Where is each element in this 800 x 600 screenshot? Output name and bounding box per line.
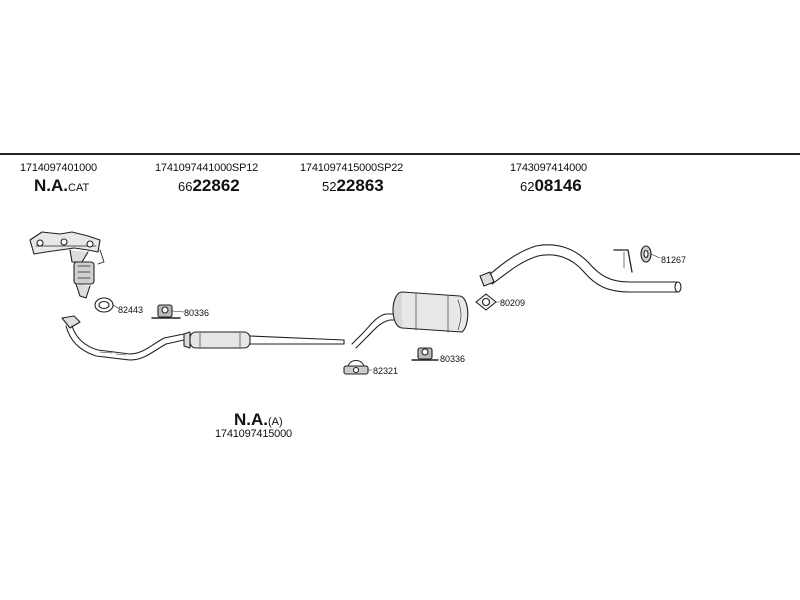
callout-82321: 82321 (373, 366, 399, 376)
column-1-main-label: N.A.CAT (34, 176, 89, 196)
manifold-catalyst-part (29, 231, 105, 299)
middle-silencer-part (183, 331, 345, 349)
column-3-main-label: 5222863 (322, 176, 384, 196)
bottom-main-bold: N.A. (234, 410, 268, 429)
header-divider-line (0, 153, 800, 155)
tail-pipe-part (479, 244, 682, 293)
front-pipe-part (61, 315, 185, 361)
callout-81267: 81267 (661, 255, 687, 265)
column-3-part-number: 1741097415000SP22 (300, 162, 404, 174)
callout-82443: 82443 (118, 305, 144, 315)
bottom-part-number: 1741097415000 (215, 428, 292, 440)
rubber-hanger-80336-left (151, 304, 185, 319)
callout-80209: 80209 (500, 298, 526, 308)
callout-80336-right: 80336 (440, 354, 466, 364)
column-4-main-prefix: 62 (520, 179, 535, 194)
gasket-80209 (475, 293, 501, 311)
column-1-main-suffix: CAT (68, 182, 90, 194)
column-4-main-label: 6208146 (520, 176, 582, 196)
rear-silencer-part (351, 291, 469, 349)
gasket-ring-82443 (94, 297, 119, 313)
column-2-main-label: 6622862 (178, 176, 240, 196)
clamp-82321 (343, 359, 373, 375)
column-3-main-prefix: 52 (322, 179, 337, 194)
column-4-main-bold: 08146 (534, 176, 582, 195)
bottom-main-suffix: (A) (268, 416, 283, 428)
column-2-main-prefix: 66 (178, 179, 193, 194)
column-3-main-bold: 22863 (336, 176, 384, 195)
column-2-main-bold: 22862 (192, 176, 240, 195)
rubber-ring-81267 (640, 245, 661, 263)
rubber-hanger-80336-right (411, 347, 439, 361)
column-1-part-number: 1714097401000 (20, 162, 97, 174)
column-1-main-bold: N.A. (34, 176, 68, 195)
callout-80336-left: 80336 (184, 308, 210, 318)
column-2-part-number: 1741097441000SP12 (155, 162, 259, 174)
bottom-main-label: N.A.(A) (234, 410, 283, 430)
column-4-part-number: 1743097414000 (510, 162, 587, 174)
